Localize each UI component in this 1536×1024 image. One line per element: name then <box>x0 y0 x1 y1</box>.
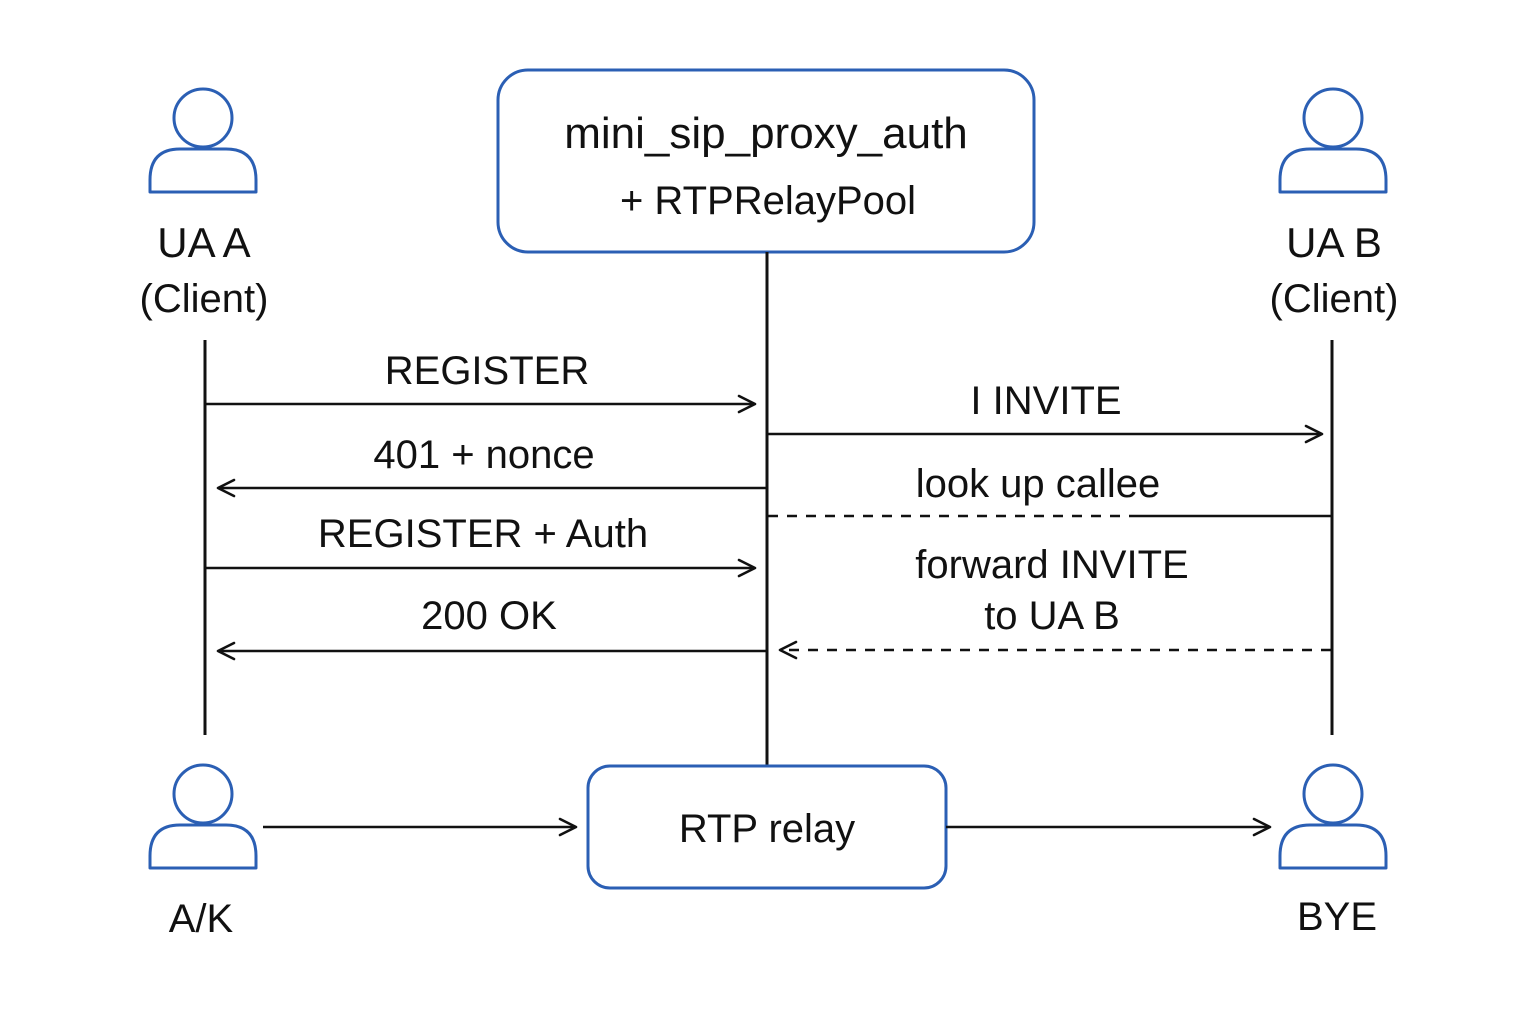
msg-register-label: REGISTER <box>385 349 589 393</box>
bottom-left-label: A/K <box>169 897 234 941</box>
msg-register-auth-label: REGISTER + Auth <box>318 512 648 556</box>
user-icon <box>148 87 258 194</box>
rtp-relay-box: RTP relay <box>586 764 948 890</box>
ua-a-role: (Client) <box>140 277 269 321</box>
ua-b-role: (Client) <box>1270 277 1399 321</box>
user-icon <box>1278 763 1388 870</box>
msg-ok-label: 200 OK <box>421 594 557 638</box>
user-icon <box>1278 87 1388 194</box>
rtp-relay-label: RTP relay <box>679 807 855 851</box>
msg-lookup-label: look up callee <box>916 462 1161 506</box>
msg-forward-label-1: forward INVITE <box>915 543 1188 587</box>
proxy-box: mini_sip_proxy_auth + RTPRelayPool <box>496 68 1036 254</box>
ua-a-name: UA A <box>157 219 250 266</box>
proxy-subtitle: + RTPRelayPool <box>620 179 916 223</box>
msg-invite-label: I INVITE <box>970 379 1121 423</box>
ua-b-name: UA B <box>1286 219 1382 266</box>
msg-challenge-label: 401 + nonce <box>373 433 594 477</box>
msg-forward-label-2: to UA B <box>984 594 1120 638</box>
user-icon <box>148 763 258 870</box>
bottom-right-label: BYE <box>1297 895 1377 939</box>
proxy-name: mini_sip_proxy_auth <box>564 109 968 158</box>
